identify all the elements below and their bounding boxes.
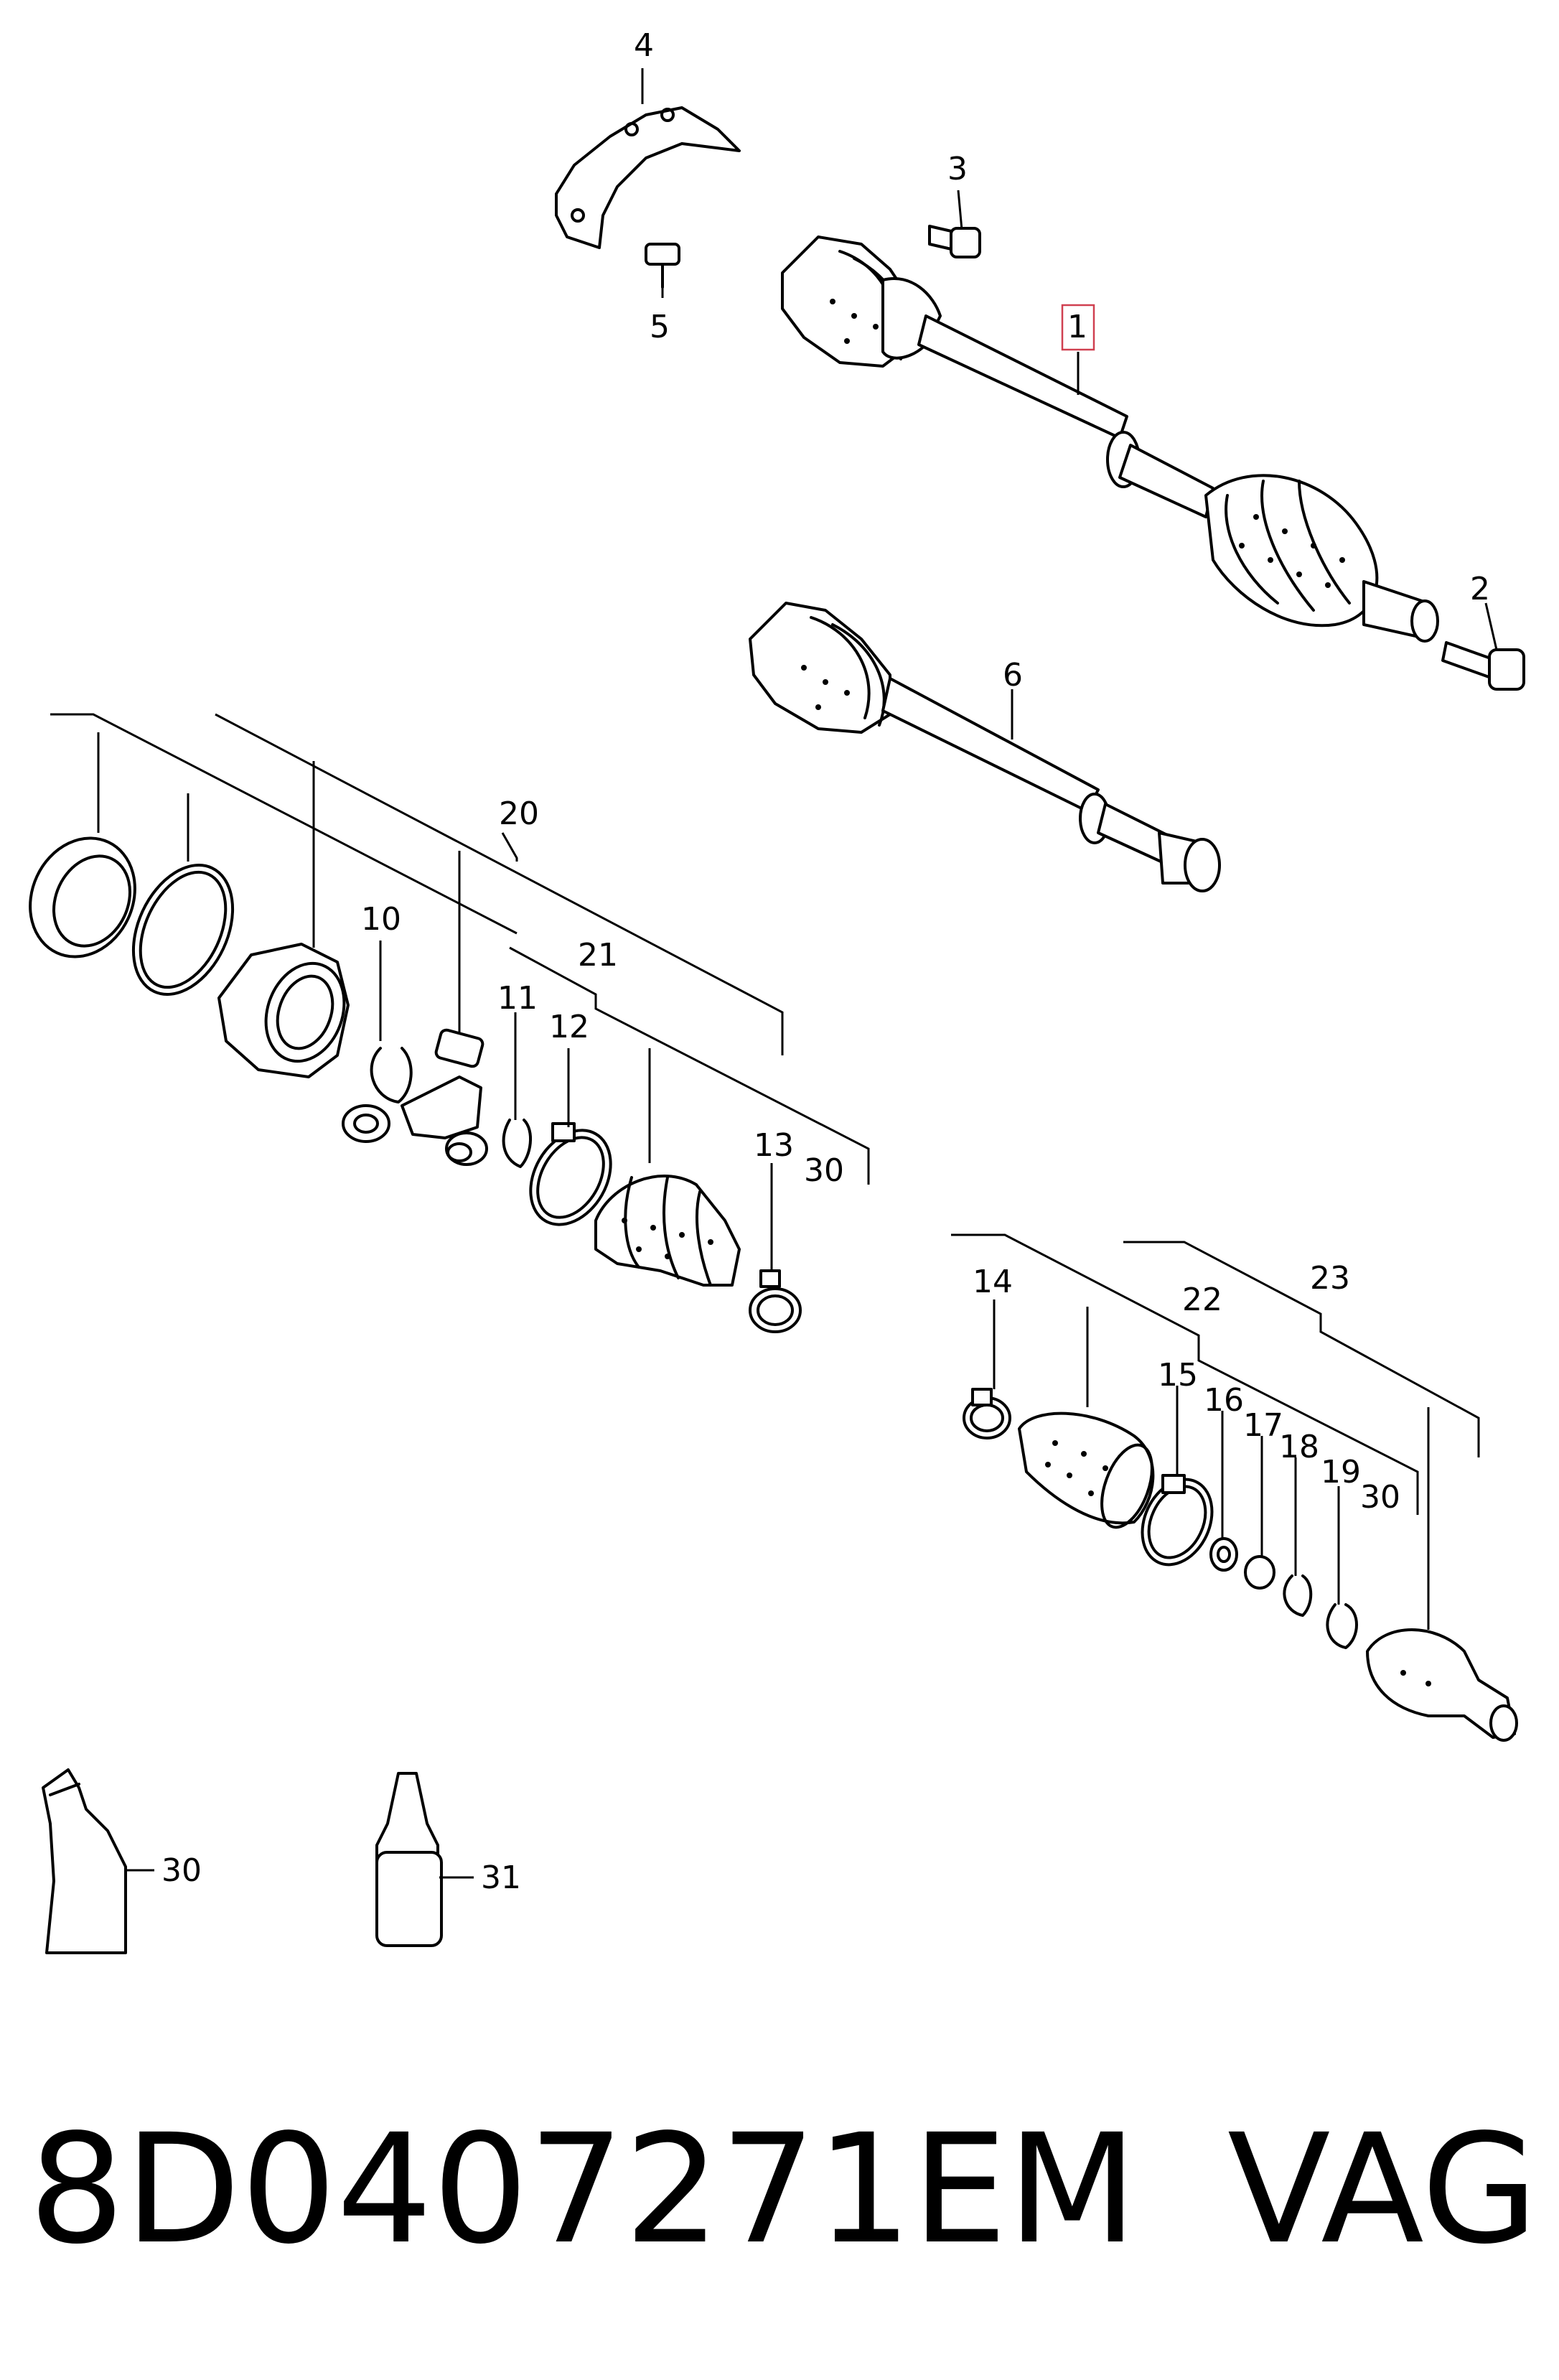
callout-30-outer: 30 [1360,1479,1400,1516]
callout-12: 12 [549,1009,589,1045]
callout-20: 20 [499,795,539,832]
heat-shield-bracket [555,106,741,249]
grease-tube-item-30 [42,1768,127,1954]
screw-item-3 [928,225,981,258]
callout-2: 2 [1470,571,1490,607]
drive-shaft-item-1 [781,235,1439,643]
callout-13: 13 [754,1127,794,1164]
callout-1: 1 [1067,309,1087,345]
brand-name: VAG [1227,2101,1538,2277]
callout-23: 23 [1310,1260,1350,1297]
callout-14: 14 [973,1264,1013,1300]
callout-21: 21 [578,937,618,974]
callout-16: 16 [1204,1382,1244,1419]
callout-5: 5 [650,309,670,345]
callout-18: 18 [1279,1429,1319,1465]
callout-19: 19 [1321,1454,1361,1490]
callout-22: 22 [1182,1282,1222,1318]
callout-3: 3 [947,151,968,187]
callout-31: 31 [481,1859,521,1896]
callout-30-inner: 30 [804,1152,844,1189]
callout-10: 10 [361,901,401,938]
callout-labels: 4 5 3 1 2 6 20 10 21 11 12 13 30 14 22 2… [161,27,1490,1896]
bolt-item-2 [1441,641,1525,691]
part-number: 8D0407271EM [29,2101,1138,2277]
callout-6: 6 [1003,657,1023,694]
outer-joint-group [963,1388,1518,1742]
callout-15: 15 [1158,1357,1198,1394]
sealant-bottle-item-31 [375,1772,443,1947]
leader-lines [50,68,1498,1879]
callout-30-tube: 30 [161,1852,202,1889]
part-number-caption: 8D0407271EM VAG [29,2096,1538,2283]
callout-4: 4 [634,27,654,64]
callout-1-highlight [1061,304,1095,351]
callout-17: 17 [1243,1407,1283,1444]
inner-joint-group [29,836,802,1333]
screw-item-5 [645,243,680,289]
callout-11: 11 [497,980,538,1017]
drive-shaft-item-6 [749,602,1221,892]
